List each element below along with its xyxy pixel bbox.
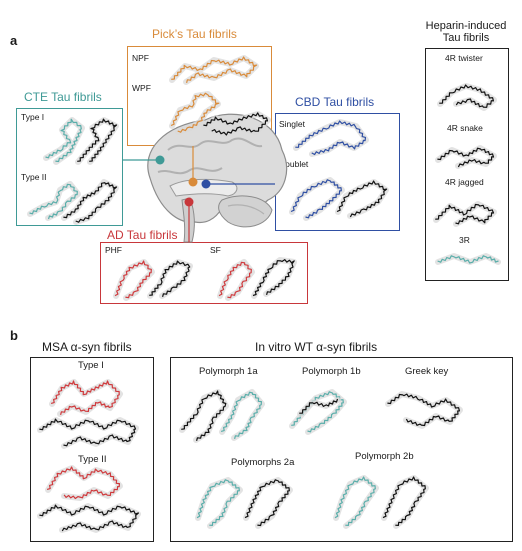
heparin-label-4r-twister: 4R twister <box>445 53 483 63</box>
ad-label-sf: SF <box>210 245 221 255</box>
ad-sf-strand-1 <box>218 261 252 299</box>
msa-type1-strand-black-halo <box>37 417 139 449</box>
invitro-2a-strand-black <box>244 479 290 527</box>
heparin-4r-twister-strand <box>439 84 494 108</box>
msa-type1-strand-black <box>39 418 137 447</box>
heparin-label-3r: 3R <box>459 235 470 245</box>
cte-title: CTE Tau fibrils <box>24 90 102 104</box>
msa-type1-strand-red <box>50 380 120 416</box>
invitro-1a-strand-black <box>181 390 227 442</box>
cte-box <box>16 108 123 226</box>
cbd-doublet-strand-2 <box>336 180 388 218</box>
cte-type2-strand-2 <box>63 182 118 223</box>
heparin-box <box>425 48 509 281</box>
heparin-4r-twister-strand-halo <box>437 83 497 111</box>
brain-cerebellum <box>218 195 273 228</box>
picks-title: Pick’s Tau fibrils <box>152 27 237 41</box>
invitro-label-greek-key: Greek key <box>405 366 449 377</box>
msa-title: MSA α-syn fibrils <box>42 340 132 354</box>
cte-type1-strand-2 <box>77 118 118 162</box>
cte-label-type2: Type II <box>21 172 47 182</box>
cte-type1-strand-1 <box>45 118 82 163</box>
cte-type2-strand-2-halo <box>61 179 119 225</box>
invitro-1a-strand-teal-halo <box>219 389 265 441</box>
heparin-label-4r-jagged: 4R jagged <box>445 177 484 187</box>
picks-label-npf: NPF <box>132 53 149 63</box>
invitro-1b-strand-black <box>299 398 339 414</box>
invitro-label-polymorph-1b: Polymorph 1b <box>302 366 361 377</box>
invitro-label-polymorph-2b: Polymorph 2b <box>355 451 414 462</box>
picks-wpf-strand-1 <box>170 92 220 133</box>
invitro-2a-strand-teal <box>196 479 240 526</box>
invitro-title: In vitro WT α-syn fibrils <box>255 340 378 354</box>
cbd-label-doublet: Doublet <box>279 159 309 169</box>
heparin-4r-jagged-strand <box>435 203 495 225</box>
msa-type2-strand-red-halo <box>45 465 123 501</box>
marker-ad <box>184 197 194 207</box>
msa-label-type1: Type I <box>78 360 104 371</box>
ad-sf-strand-2-halo <box>251 257 297 299</box>
connectors <box>123 146 275 242</box>
heparin-3r-strand <box>437 255 499 264</box>
panel-a-letter: a <box>10 33 18 48</box>
invitro-2b-strand-teal <box>334 476 376 526</box>
picks-npf-strand-halo <box>169 55 259 85</box>
msa-type1-strand-red-halo <box>49 379 123 417</box>
marker-picks <box>188 177 198 187</box>
invitro-2b-strand-black <box>382 476 426 526</box>
invitro-greek-key-strand <box>387 393 460 427</box>
picks-wpf-strand-2 <box>203 112 268 136</box>
heparin-title-line1: Heparin-induced <box>425 20 507 32</box>
fibril-traces <box>27 55 501 533</box>
picks-npf-strand <box>171 56 258 84</box>
ad-phf-strand-2 <box>149 260 191 298</box>
ad-sf-strand-2 <box>252 259 295 297</box>
picks-label-wpf: WPF <box>132 83 151 93</box>
msa-type2-strand-black <box>39 504 139 532</box>
ad-box <box>100 242 308 304</box>
marker-cte <box>155 155 165 165</box>
cte-type2-strand-1 <box>29 183 78 220</box>
msa-type2-strand-red <box>46 466 120 500</box>
brain-stem <box>181 197 195 243</box>
brain-gyri-2 <box>157 167 223 175</box>
heparin-label-4r-snake: 4R snake <box>447 123 483 133</box>
ad-phf-strand-1 <box>114 260 152 299</box>
brain-gyri-1 <box>167 137 263 151</box>
invitro-box <box>170 357 513 542</box>
ad-title: AD Tau fibrils <box>107 228 178 242</box>
cbd-singlet-strand <box>295 120 367 156</box>
msa-box <box>30 357 154 542</box>
cbd-label-singlet: Singlet <box>279 119 305 129</box>
cte-label-type1: Type I <box>21 112 45 122</box>
heparin-title-line2: Tau fibrils <box>442 32 490 44</box>
cbd-title: CBD Tau fibrils <box>295 95 375 109</box>
msa-label-type2: Type II <box>78 454 107 465</box>
region-markers <box>155 155 211 207</box>
invitro-1a-strand-teal <box>220 391 262 440</box>
invitro-label-polymorphs-2a: Polymorphs 2a <box>231 457 295 468</box>
marker-cbd <box>201 179 211 189</box>
invitro-label-polymorph-1a: Polymorph 1a <box>199 366 258 377</box>
brain-cerebellum-folia <box>227 204 265 215</box>
ad-label-phf: PHF <box>105 245 122 255</box>
panel-b-letter: b <box>10 328 18 343</box>
cbd-doublet-strand-1 <box>290 179 342 219</box>
heparin-4r-snake-strand <box>437 147 495 168</box>
